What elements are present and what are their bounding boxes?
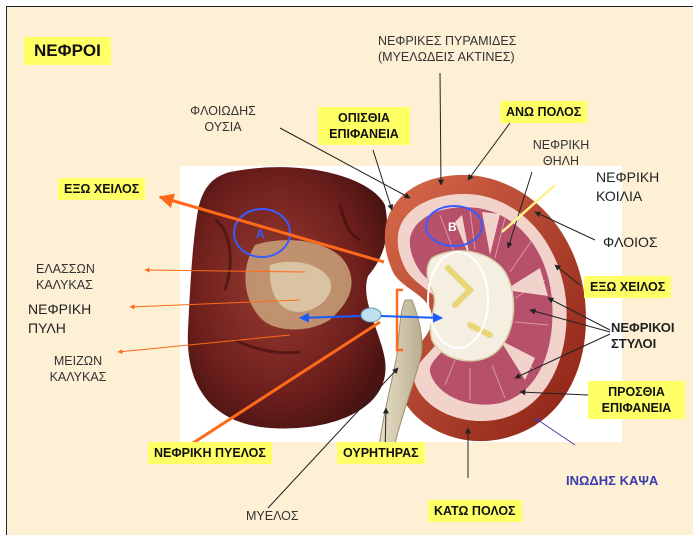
label-anterior-surface: ΠΡΟΣΘΙΑ ΕΠΙΦΑΝΕΙΑ — [588, 381, 685, 419]
marker-b: Β — [448, 220, 457, 234]
label-upper-pole: ΑΝΩ ΠΟΛΟΣ — [500, 101, 587, 123]
label-major-calyx-line2: ΚΑΛΥΚΑΣ — [38, 369, 118, 385]
label-anterior-surface-line1: ΠΡΟΣΘΙΑ — [594, 384, 679, 400]
label-posterior-surface-line2: ΕΠΙΦΑΝΕΙΑ — [324, 126, 404, 142]
label-cortical-substance-line2: ΟΥΣΙΑ — [188, 119, 258, 135]
label-medulla: ΜΥΕΛΟΣ — [246, 508, 299, 524]
label-renal-pyramids-line1: ΝΕΦΡΙΚΕΣ ΠΥΡΑΜΙΔΕΣ — [378, 33, 508, 49]
label-cortical-substance-line1: ΦΛΟΙΩΔΗΣ — [188, 103, 258, 119]
label-renal-columns-line2: ΣΤΥΛΟΙ — [611, 336, 694, 352]
label-lower-pole: ΚΑΤΩ ΠΟΛΟΣ — [428, 500, 522, 522]
label-posterior-surface: ΟΠΙΣΘΙΑ ΕΠΙΦΑΝΕΙΑ — [318, 107, 410, 145]
label-major-calyx-line1: ΜΕΙΖΩΝ — [38, 353, 118, 369]
label-renal-pelvis: ΝΕΦΡΙΚΗ ΠΥΕΛΟΣ — [148, 442, 272, 464]
label-renal-columns-line1: ΝΕΦΡΙΚΟΙ — [611, 320, 694, 336]
label-minor-calyx-line2: ΚΑΛΥΚΑΣ — [36, 277, 95, 293]
label-cortical-substance: ΦΛΟΙΩΔΗΣ ΟΥΣΙΑ — [188, 103, 258, 135]
label-outer-lip-left: ΕΞΩ ΧΕΙΛΟΣ — [58, 178, 145, 200]
label-anterior-surface-line2: ΕΠΙΦΑΝΕΙΑ — [594, 400, 679, 416]
marker-a: Α — [256, 227, 265, 241]
label-minor-calyx: ΕΛΑΣΣΩΝ ΚΑΛΥΚΑΣ — [36, 261, 95, 293]
label-renal-cavity-line2: ΚΟΙΛΙΑ — [596, 187, 659, 206]
label-renal-cavity-line1: ΝΕΦΡΙΚΗ — [596, 168, 659, 187]
label-minor-calyx-line1: ΕΛΑΣΣΩΝ — [36, 261, 95, 277]
label-renal-hilum: ΝΕΦΡΙΚΗ ΠΥΛΗ — [28, 300, 91, 338]
label-outer-lip-right: ΕΞΩ ΧΕΙΛΟΣ — [584, 276, 671, 298]
label-renal-columns: ΝΕΦΡΙΚΟΙ ΣΤΥΛΟΙ — [611, 320, 694, 352]
label-renal-hilum-line2: ΠΥΛΗ — [28, 319, 91, 338]
kidney-section-photo — [188, 167, 387, 428]
label-renal-pyramids-line2: (ΜΥΕΛΩΔΕΙΣ ΑΚΤΙΝΕΣ) — [378, 49, 508, 65]
label-posterior-surface-line1: ΟΠΙΣΘΙΑ — [324, 110, 404, 126]
page-title: ΝΕΦΡΟΙ — [24, 37, 111, 65]
label-major-calyx: ΜΕΙΖΩΝ ΚΑΛΥΚΑΣ — [38, 353, 118, 385]
label-renal-papilla-line2: ΘΗΛΗ — [526, 153, 596, 169]
label-ureter: ΟΥΡΗΤΗΡΑΣ — [337, 442, 425, 464]
label-renal-papilla-line1: ΝΕΦΡΙΚΗ — [526, 137, 596, 153]
label-fibrous-capsule: ΙΝΩΔΗΣ ΚΑΨΑ — [566, 473, 658, 489]
label-renal-pyramids: ΝΕΦΡΙΚΕΣ ΠΥΡΑΜΙΔΕΣ (ΜΥΕΛΩΔΕΙΣ ΑΚΤΙΝΕΣ) — [378, 33, 508, 65]
label-renal-hilum-line1: ΝΕΦΡΙΚΗ — [28, 300, 91, 319]
label-cortex: ΦΛΟΙΟΣ — [603, 234, 658, 250]
label-renal-cavity: ΝΕΦΡΙΚΗ ΚΟΙΛΙΑ — [596, 168, 659, 206]
label-renal-papilla: ΝΕΦΡΙΚΗ ΘΗΛΗ — [526, 137, 596, 169]
